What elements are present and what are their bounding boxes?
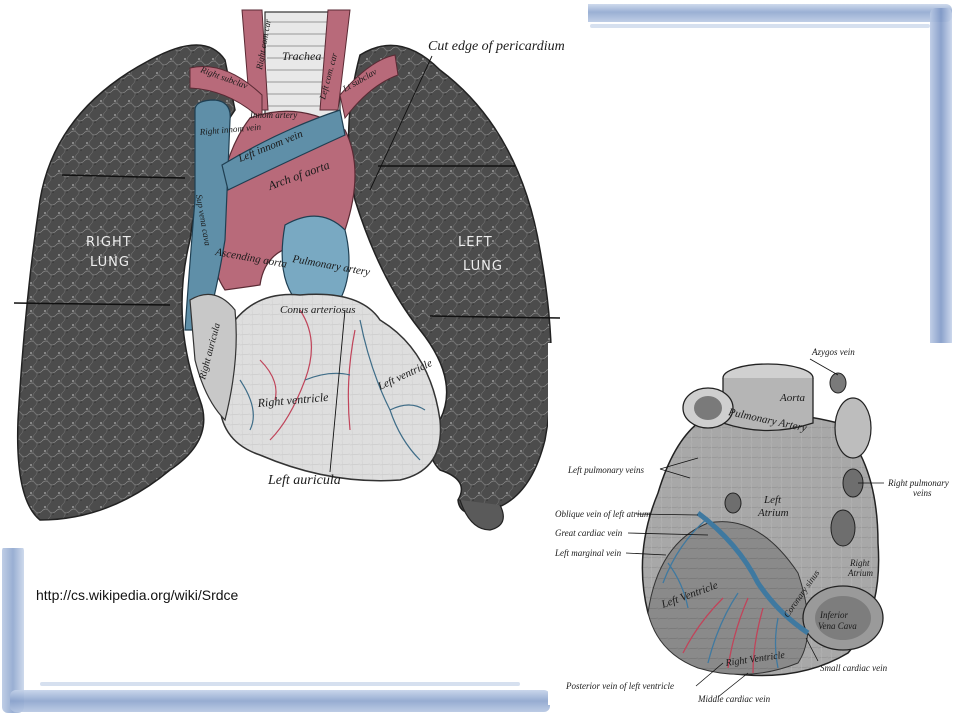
pulmonary-artery-shape xyxy=(281,215,350,306)
posterior-heart-drawing: Azygos vein Aorta Pulmonary Artery Left … xyxy=(554,347,949,704)
label-oblique-vein: Oblique vein of left atrium xyxy=(555,509,651,519)
label-left-marginal-vein: Left marginal vein xyxy=(554,548,622,558)
label-left-atrium-line1: Left xyxy=(763,494,782,506)
label-right-ventricle: Right ventricle xyxy=(256,390,330,410)
label-right-lung-line2: LUNG xyxy=(90,255,130,270)
label-conus-arteriosus: Conus arteriosus xyxy=(280,304,356,316)
label-inferior-vena-cava-line1: Inferior xyxy=(819,610,848,620)
label-right-lung-line1: RIGHT xyxy=(86,235,132,250)
label-small-cardiac-vein: Small cardiac vein xyxy=(820,663,888,673)
label-posterior-vein: Posterior vein of left ventricle xyxy=(565,681,674,691)
label-innom-artery: Innom artery xyxy=(249,110,297,120)
frame-stroke-bottom-thin xyxy=(40,682,520,686)
source-url-text: http://cs.wikipedia.org/wiki/Srdce xyxy=(36,587,239,603)
label-left-atrium-line2: Atrium xyxy=(757,507,789,519)
heart-lungs-drawing: Cut edge of pericardium Trachea Right co… xyxy=(13,9,565,531)
label-right-pulmonary-veins-line1: Right pulmonary xyxy=(887,478,949,488)
label-azygos-vein: Azygos vein xyxy=(811,347,855,357)
frame-stroke-top xyxy=(560,4,952,22)
posterior-heart-illustration: Azygos vein Aorta Pulmonary Artery Left … xyxy=(548,343,959,705)
left-lung-shape xyxy=(347,44,553,515)
heart-lungs-illustration: Cut edge of pericardium Trachea Right co… xyxy=(0,0,588,548)
heart-shape xyxy=(218,293,442,482)
label-left-pulmonary-veins: Left pulmonary veins xyxy=(567,465,644,475)
frame-stroke-top-thin xyxy=(590,24,930,28)
label-right-atrium-line2: Atrium xyxy=(847,568,874,578)
label-inferior-vena-cava-line2: Vena Cava xyxy=(818,621,857,631)
label-right-pulmonary-veins-line2: veins xyxy=(913,488,932,498)
label-cut-edge-pericardium: Cut edge of pericardium xyxy=(428,39,565,54)
label-middle-cardiac-vein: Middle cardiac vein xyxy=(697,694,771,704)
label-left-lung-line1: LEFT xyxy=(458,235,493,250)
label-aorta: Aorta xyxy=(779,392,806,404)
label-left-lung-line2: LUNG xyxy=(463,259,503,274)
frame-stroke-bottom xyxy=(10,690,550,712)
label-trachea: Trachea xyxy=(282,49,321,63)
superior-vena-cava-shape xyxy=(184,99,231,331)
label-right-atrium-line1: Right xyxy=(849,558,870,568)
frame-stroke-left xyxy=(2,545,24,713)
frame-stroke-right xyxy=(930,8,952,348)
label-great-cardiac-vein: Great cardiac vein xyxy=(555,528,623,538)
label-left-auricula: Left auricula xyxy=(267,473,341,488)
